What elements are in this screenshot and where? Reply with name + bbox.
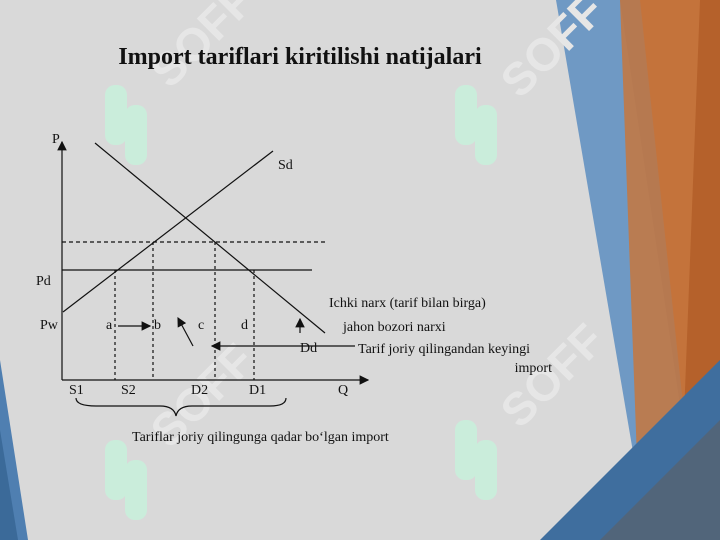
import-before-brace (75, 397, 287, 417)
arrow-to-domestic-price (177, 316, 194, 347)
blue-band-left-dark (0, 430, 18, 540)
watermark-logo (105, 85, 147, 165)
import-before-annotation: Tariflar joriy qilingunga qadar bo‘lgan … (132, 430, 389, 445)
watermark-logo (105, 440, 147, 520)
import-after-annotation-line1: Tarif joriy qilingandan keyingi (358, 342, 531, 357)
point-a-label: a (106, 318, 113, 333)
point-b-label: b (154, 318, 161, 333)
quantity-s1-label: S1 (69, 383, 84, 398)
watermark-logo (455, 420, 497, 500)
quantity-s2-label: S2 (121, 383, 136, 398)
import-after-annotation-line2: import (514, 361, 552, 376)
domestic-price-label: Pd (36, 274, 51, 289)
x-axis-label: Q (338, 383, 349, 398)
point-c-label: c (198, 318, 205, 333)
supply-curve-label: Sd (278, 158, 293, 173)
gray-corner-bottom (600, 420, 720, 540)
watermark-logo (455, 85, 497, 165)
supply-curve (62, 150, 274, 313)
demand-curve (94, 142, 326, 334)
quantity-d1-label: D1 (249, 383, 267, 398)
world-price-annotation: jahon bozori narxi (343, 320, 446, 335)
quantity-d2-label: D2 (191, 383, 209, 398)
y-axis-label: P (52, 132, 60, 147)
point-d-label: d (241, 318, 248, 333)
slide-title: Import tariflari kiritilishi natijalari (118, 44, 482, 70)
demand-curve-label: Dd (300, 341, 318, 356)
world-price-label: Pw (40, 318, 58, 333)
watermark-logos (105, 85, 497, 520)
domestic-price-annotation: Ichki narx (tarif bilan birga) (329, 296, 486, 311)
